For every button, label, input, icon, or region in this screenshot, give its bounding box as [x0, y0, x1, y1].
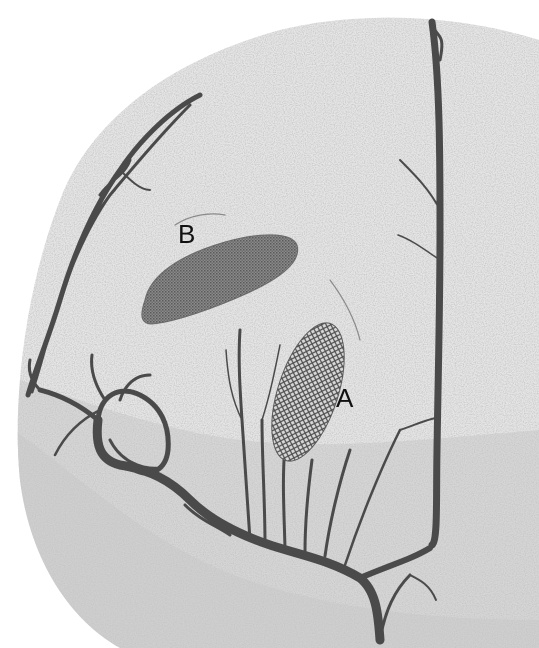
region-a-label: A	[336, 383, 354, 413]
region-b-label: B	[178, 219, 195, 249]
